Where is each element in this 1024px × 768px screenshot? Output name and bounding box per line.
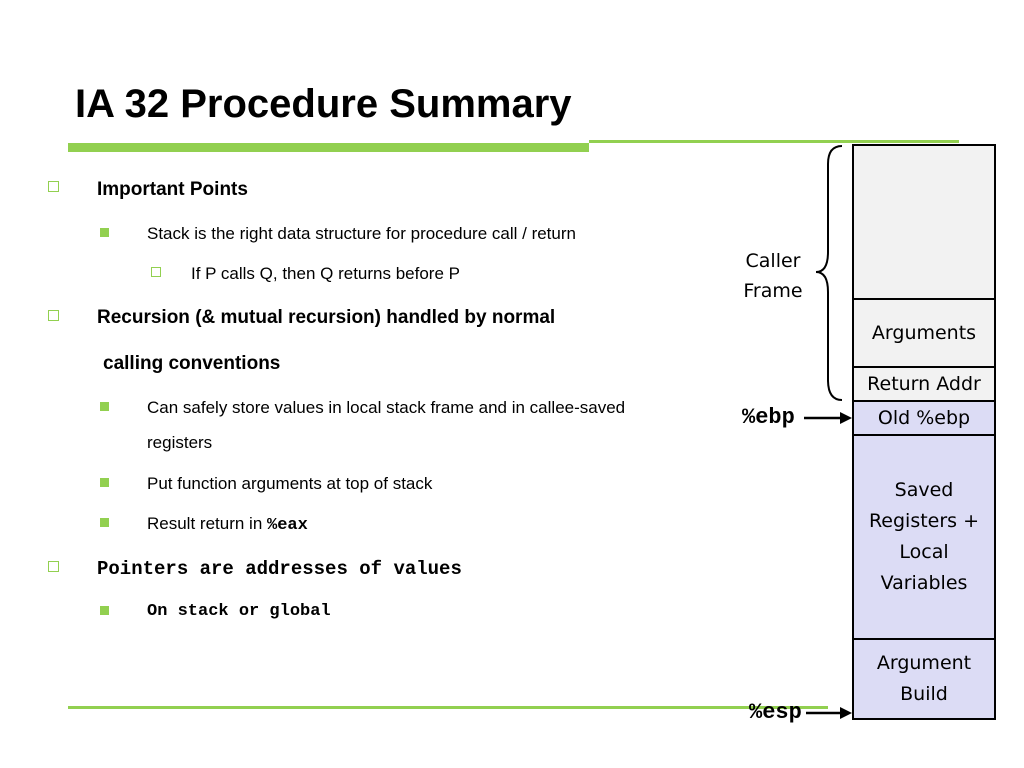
title-underline-thick bbox=[68, 143, 589, 152]
bullet-filled-square-icon bbox=[100, 402, 109, 411]
bullet-on-stack-or-global: On stack or global bbox=[147, 602, 331, 621]
caller-frame-label: Caller Frame bbox=[743, 250, 803, 302]
stack-old-ebp: Old %ebp bbox=[852, 400, 996, 436]
bottom-rule bbox=[68, 706, 828, 709]
result-return-text: Result return in bbox=[147, 514, 267, 533]
esp-arrow-icon bbox=[806, 707, 852, 719]
bullet-recursion-line1: Recursion (& mutual recursion) handled b… bbox=[97, 307, 556, 328]
bullet-result-return: Result return in %eax bbox=[147, 514, 308, 535]
bullet-pointers: Pointers are addresses of values bbox=[97, 558, 462, 580]
bullet-safely-store-line1: Can safely store values in local stack f… bbox=[147, 398, 626, 417]
stack-return-addr: Return Addr bbox=[852, 366, 996, 402]
bullet-square-icon bbox=[48, 181, 59, 192]
bullet-filled-square-icon bbox=[100, 518, 109, 527]
bullet-square-icon bbox=[48, 310, 59, 321]
bullet-filled-square-icon bbox=[100, 478, 109, 487]
stack-caller-empty bbox=[852, 144, 996, 300]
bullet-important-points: Important Points bbox=[97, 179, 248, 200]
result-return-code: %eax bbox=[267, 516, 308, 535]
bullet-square-icon bbox=[151, 267, 161, 277]
stack-arguments: Arguments bbox=[852, 298, 996, 368]
slide-title: IA 32 Procedure Summary bbox=[75, 82, 572, 126]
bullet-recursion-line2: calling conventions bbox=[103, 353, 281, 374]
bullet-square-icon bbox=[48, 561, 59, 572]
esp-label: %esp bbox=[749, 700, 802, 725]
bullet-put-arguments: Put function arguments at top of stack bbox=[147, 474, 433, 493]
stack-argument-build: Argument Build bbox=[852, 638, 996, 720]
bullet-filled-square-icon bbox=[100, 228, 109, 237]
ebp-arrow-icon bbox=[804, 412, 852, 424]
caller-frame-brace-icon bbox=[815, 145, 843, 401]
bullet-safely-store-line2: registers bbox=[147, 433, 213, 452]
title-underline-thin bbox=[589, 140, 959, 143]
bullet-stack-data-structure: Stack is the right data structure for pr… bbox=[147, 224, 576, 243]
stack-saved-registers: Saved Registers + Local Variables bbox=[852, 434, 996, 640]
ebp-label: %ebp bbox=[742, 405, 795, 430]
bullet-p-calls-q: If P calls Q, then Q returns before P bbox=[191, 264, 460, 283]
bullet-filled-square-icon bbox=[100, 606, 109, 615]
